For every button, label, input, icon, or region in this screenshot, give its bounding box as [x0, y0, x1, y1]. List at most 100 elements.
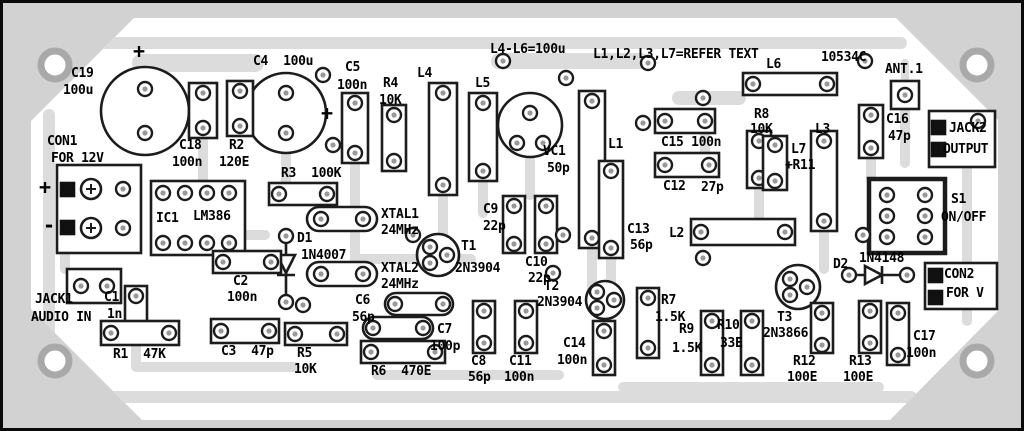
mounting-hole — [959, 47, 995, 83]
label-r10-ref: R10 — [717, 318, 740, 333]
resistor-r2 — [225, 79, 255, 138]
resistor-r6 — [359, 339, 447, 365]
capacitor-c3 — [209, 317, 281, 345]
label-r5-val: 10K — [294, 362, 317, 377]
mounting-holes — [37, 47, 995, 379]
label-c18-val: 100n — [172, 155, 203, 170]
jack2-connector — [927, 109, 997, 169]
diode-d2 — [840, 263, 916, 287]
label-ant1: ANT.1 — [885, 62, 923, 77]
label-c9-val: 22p — [483, 219, 506, 234]
label-c5-ref: C5 — [345, 60, 361, 75]
label-l5: L5 — [475, 76, 491, 91]
inductor-l3 — [809, 129, 839, 233]
components-layer — [55, 52, 999, 377]
capacitor-c15 — [653, 107, 717, 135]
label-r7-ref: R7 — [661, 293, 677, 308]
label-jack2-ref: JACK2 — [949, 121, 987, 136]
label-c19-ref: C19 — [71, 66, 94, 81]
capacitor-c5 — [340, 91, 370, 165]
label-vc1-val: 50p — [547, 161, 570, 176]
ic1-lm386 — [149, 179, 247, 257]
label-r9-val: 1.5K — [672, 341, 703, 356]
resistor-r9 — [699, 309, 725, 377]
label-c17-val: 100n — [906, 346, 937, 361]
label-vc1-ref: VC1 — [543, 144, 566, 159]
label-c9-ref: C9 — [483, 202, 499, 217]
label-r5-ref: R5 — [297, 346, 313, 361]
label-r6: R6 470E — [371, 364, 432, 379]
label-c10-ref: C10 — [525, 255, 548, 270]
label-r12-val: 100E — [787, 370, 818, 385]
label-c10-val: 22p — [528, 271, 551, 286]
label-r7-val: 1.5K — [655, 310, 686, 325]
label-jack1-val: AUDIO IN — [31, 310, 92, 325]
label-c5-val: 100n — [337, 78, 368, 93]
label-r13-ref: R13 — [849, 354, 872, 369]
label-c6-ref: C6 — [355, 293, 371, 308]
label-t1-ref: T1 — [461, 239, 477, 254]
label-t3-val: 2N3866 — [763, 326, 809, 341]
label-minus: - — [43, 213, 55, 237]
resistor-r3 — [267, 181, 339, 207]
label-jack2-val: OUTPUT — [943, 142, 989, 157]
label-c8-val: 56p — [468, 370, 491, 385]
label-note-refer: L1,L2,L3,L7=REFER TEXT — [593, 47, 759, 62]
label-r2-ref: R2 — [229, 138, 245, 153]
inductor-l6 — [741, 71, 839, 97]
inductor-l2 — [689, 217, 797, 247]
label-d2-val: 1N4148 — [859, 251, 905, 266]
label-ic1-val: LM386 — [193, 209, 231, 224]
capacitor-c14 — [591, 319, 617, 377]
label-c19-val: 100u — [63, 83, 94, 98]
capacitor-c17 — [885, 301, 911, 367]
label-c19-plus: + — [133, 39, 145, 63]
label-xtal1-ref: XTAL1 — [381, 207, 419, 222]
label-r3: R3 100K — [281, 166, 342, 181]
capacitor-c18 — [187, 81, 219, 140]
label-c12-ref: C12 — [663, 179, 686, 194]
label-t2-ref: T2 — [544, 279, 560, 294]
crystal-xtal2 — [305, 260, 379, 288]
antenna-ant1 — [889, 79, 921, 111]
label-l2: L2 — [669, 226, 685, 241]
label-s1-val: ON/OFF — [941, 210, 987, 225]
label-c18-ref: C18 — [179, 138, 202, 153]
label-l7-ref: L7 — [791, 142, 807, 157]
label-c11-ref: C11 — [509, 354, 532, 369]
label-c12-val: 27p — [701, 180, 724, 195]
label-c13-ref: C13 — [627, 222, 650, 237]
label-l7-val: +R11 — [785, 158, 816, 173]
label-l4: L4 — [417, 66, 433, 81]
label-plus: + — [39, 175, 51, 199]
capacitor-c16 — [857, 103, 885, 160]
mounting-hole — [37, 47, 73, 83]
label-d2-ref: D2 — [833, 257, 849, 272]
inductor-l5 — [467, 91, 499, 183]
resistor-r1 — [99, 319, 181, 347]
trimmer-vc1 — [496, 91, 564, 159]
silkscreen-labels: + C19 100u C4 100u + C18 100n R2 120E C5… — [3, 3, 1021, 428]
label-board-code: 10534C — [821, 50, 867, 65]
label-xtal2-ref: XTAL2 — [381, 261, 419, 276]
capacitor-c13 — [597, 159, 625, 260]
label-d1-ref: D1 — [297, 231, 313, 246]
label-r4-ref: R4 — [383, 76, 399, 91]
mounting-hole — [959, 343, 995, 379]
label-c15: C15 100n — [661, 135, 722, 150]
label-xtal2-val: 24MHz — [381, 277, 419, 292]
capacitor-c6 — [383, 291, 455, 317]
label-ic1-ref: IC1 — [156, 211, 179, 226]
label-c1-val: 1n — [107, 307, 123, 322]
label-d1-val: 1N4007 — [301, 248, 347, 263]
inductor-l4 — [427, 81, 459, 197]
capacitor-c2 — [211, 249, 283, 275]
label-c13-val: 56p — [630, 238, 653, 253]
label-jack1-ref: JACK1 — [35, 292, 73, 307]
label-t2-val: 2N3904 — [537, 295, 583, 310]
label-con2-ref: CON2 — [944, 267, 975, 282]
capacitor-c12 — [653, 151, 721, 179]
label-con2-val: FOR V — [946, 286, 984, 301]
label-r13-val: 100E — [843, 370, 874, 385]
